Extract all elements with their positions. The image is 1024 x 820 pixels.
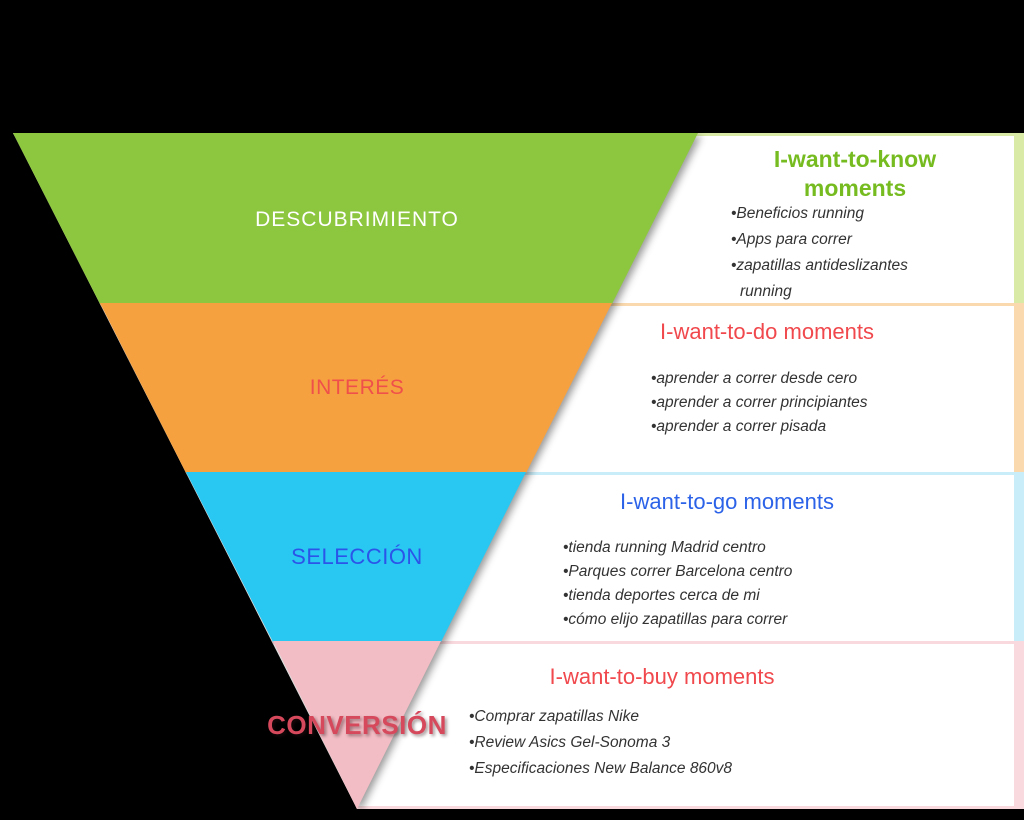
panel-conversion (13, 641, 1024, 809)
bullet-list-go: •tienda running Madrid centro •Parques co… (563, 536, 903, 632)
stage-label-seleccion: SELECCIÓN (291, 544, 423, 569)
panel-title-buy: I-want-to-buy moments (549, 664, 775, 689)
bullet-item: •aprender a correr pisada (651, 418, 827, 435)
panel-title-do: I-want-to-do moments (660, 319, 874, 344)
bullet-item: •tienda deportes cerca de mi (563, 587, 760, 604)
bullet-item: •tienda running Madrid centro (563, 539, 766, 556)
bullet-item: •Review Asics Gel-Sonoma 3 (469, 734, 671, 751)
bullet-item: •Apps para correr (731, 231, 852, 248)
bullet-list-do: •aprender a correr desde cero •aprender a… (651, 367, 981, 439)
stage-label-interes: INTERÉS (309, 376, 405, 399)
bullet-item: •Parques correr Barcelona centro (563, 563, 793, 580)
bullet-list-know: •Beneficios running •Apps para correr •zap… (731, 201, 959, 305)
bullet-item: •Beneficios running (731, 205, 864, 222)
bullet-list-buy: •Comprar zapatillas Nike •Review Asics Ge… (469, 704, 829, 782)
bullet-item: •Especificaciones New Balance 860v8 (469, 760, 733, 777)
stage-label-conversion: CONVERSIÓN (267, 710, 447, 740)
bullet-item: •aprender a correr desde cero (651, 370, 858, 387)
stage-label-descubrimiento: DESCUBRIMIENTO (255, 208, 459, 231)
panel-title-go: I-want-to-go moments (620, 489, 834, 514)
bullet-item: •aprender a correr principiantes (651, 394, 868, 411)
panel-title-know: I-want-to-know moments (773, 146, 937, 201)
bullet-item: •cómo elijo zapatillas para correr (563, 611, 788, 628)
bullet-item: •Comprar zapatillas Nike (469, 708, 639, 725)
bullet-item: •zapatillas antideslizantes running (731, 257, 908, 300)
